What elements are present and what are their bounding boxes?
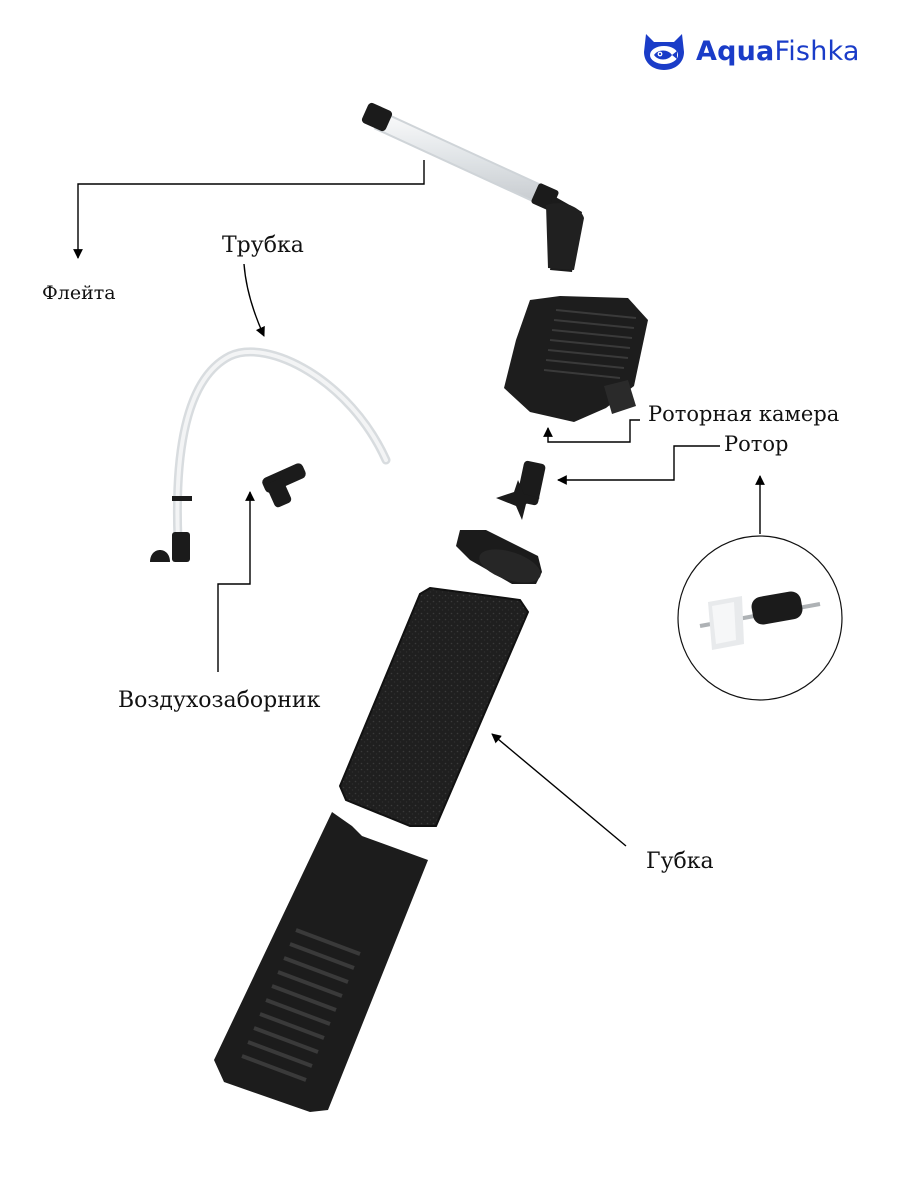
rotor-cover-part <box>456 530 542 584</box>
leader-trubka <box>243 263 265 337</box>
label-fleita: Флейта <box>42 282 116 304</box>
filter-housing-part <box>214 812 428 1112</box>
sponge-part <box>338 586 530 827</box>
leader-rotor <box>557 445 720 485</box>
brand-logo: AquaFishka <box>640 30 860 72</box>
label-vozdukhozabornik: Воздухозаборник <box>118 688 321 713</box>
air-tube-part <box>150 347 391 562</box>
leader-gubka <box>491 733 627 847</box>
rotor-part <box>496 460 546 520</box>
leader-vozdukh <box>217 491 255 672</box>
brand-name: AquaFishka <box>696 36 860 67</box>
brand-name-fishka: Fishka <box>774 35 860 67</box>
rotor-detail-inset <box>677 535 843 701</box>
flute-part <box>361 102 584 272</box>
label-gubka: Губка <box>646 849 714 874</box>
rotor-chamber-part <box>504 296 648 422</box>
leader-lines <box>73 160 765 847</box>
leader-fleita <box>73 160 425 259</box>
air-intake-part <box>262 463 306 508</box>
label-trubka: Трубка <box>222 233 304 258</box>
label-rotornaya-kamera: Роторная камера <box>648 402 840 426</box>
label-rotor: Ротор <box>724 432 789 456</box>
brand-name-aqua: Aqua <box>696 35 775 67</box>
cat-fish-logo-icon <box>644 34 684 70</box>
leader-rotornaya <box>543 419 640 443</box>
